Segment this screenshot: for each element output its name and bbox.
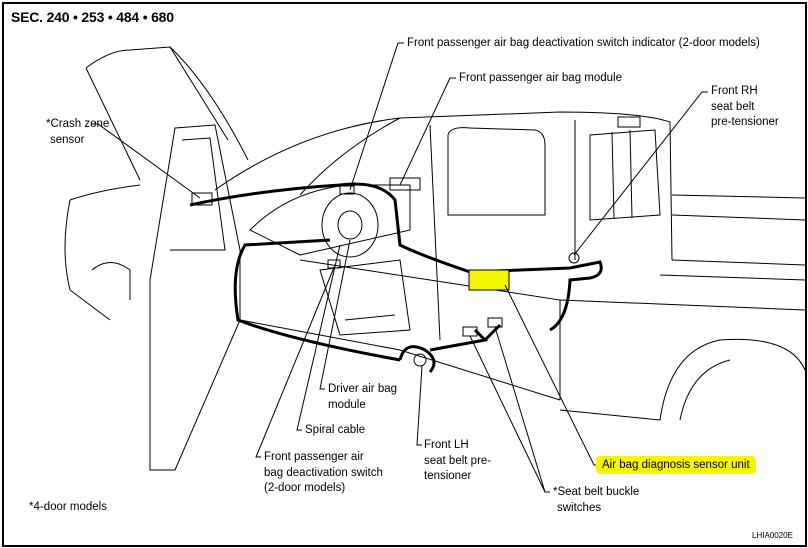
leader-lines [91, 42, 708, 493]
highlight: Air bag diagnosis sensor unit [596, 456, 756, 474]
seat [319, 259, 411, 336]
label-passenger-airbag-module: Front passenger air bag module [459, 72, 623, 84]
wiring-harness [189, 182, 603, 373]
label-line: sensor [50, 133, 85, 146]
cab-outline [214, 111, 673, 341]
label-line: Front passenger air [264, 451, 364, 463]
dashboard [249, 184, 411, 256]
open-door [149, 124, 241, 471]
diagnosis-sensor-unit [468, 269, 510, 291]
floor-sill [239, 259, 561, 401]
label-deactivation-switch: Front passenger air bag deactivation swi… [264, 450, 383, 497]
truck-bed [559, 194, 806, 421]
label-line: *Crash zone [46, 118, 110, 130]
front-body [64, 184, 141, 321]
label-line: Front LH [424, 439, 469, 451]
lh-pretensioner [413, 353, 427, 367]
label-spiral-cable: Spiral cable [305, 424, 366, 436]
label-line: tensioner [424, 470, 472, 482]
label-line: (2-door models) [264, 482, 346, 494]
label-deactivation-indicator: Front passenger air bag deactivation swi… [407, 37, 760, 49]
steering-hub [337, 210, 363, 240]
passenger-airbag-module [389, 177, 421, 191]
label-crash-zone-sensor: *Crash zone sensor [46, 117, 109, 148]
label-line: pre-tensioner [711, 116, 779, 128]
label-line: seat belt pre- [424, 454, 492, 467]
roof-lamp [617, 116, 641, 128]
rear-window [447, 127, 546, 216]
label-lh-pretensioner: Front LH seat belt pre- tensioner [424, 438, 491, 485]
label-line: seat belt [711, 100, 755, 113]
deact-indicator [339, 185, 355, 195]
label-line: Driver air bag [328, 383, 398, 395]
label-line: bag deactivation switch [264, 466, 383, 479]
label-line: *Seat belt buckle [553, 486, 640, 498]
footnote: *4-door models [29, 501, 107, 513]
rear-wheel-arch [659, 338, 806, 421]
steering-wheel [321, 192, 379, 258]
section-title: SEC. 240 • 253 • 484 • 680 [11, 9, 174, 25]
rear-cab-window [589, 129, 661, 221]
label-diagnosis-sensor-unit: Air bag diagnosis sensor unit [596, 456, 756, 474]
hood-outline [85, 46, 249, 181]
crash-zone-sensor [191, 192, 213, 206]
label-line: module [328, 398, 366, 411]
label-line: Front RH [711, 85, 758, 97]
label-buckle-switches: *Seat belt buckle switches [553, 485, 639, 516]
label-line: switches [557, 501, 602, 514]
label-rh-pretensioner: Front RH seat belt pre-tensioner [711, 84, 779, 131]
rh-pretensioner [568, 252, 580, 264]
figure-code: LHIA0020E [752, 531, 793, 540]
label-driver-airbag-module: Driver air bag module [328, 382, 397, 413]
